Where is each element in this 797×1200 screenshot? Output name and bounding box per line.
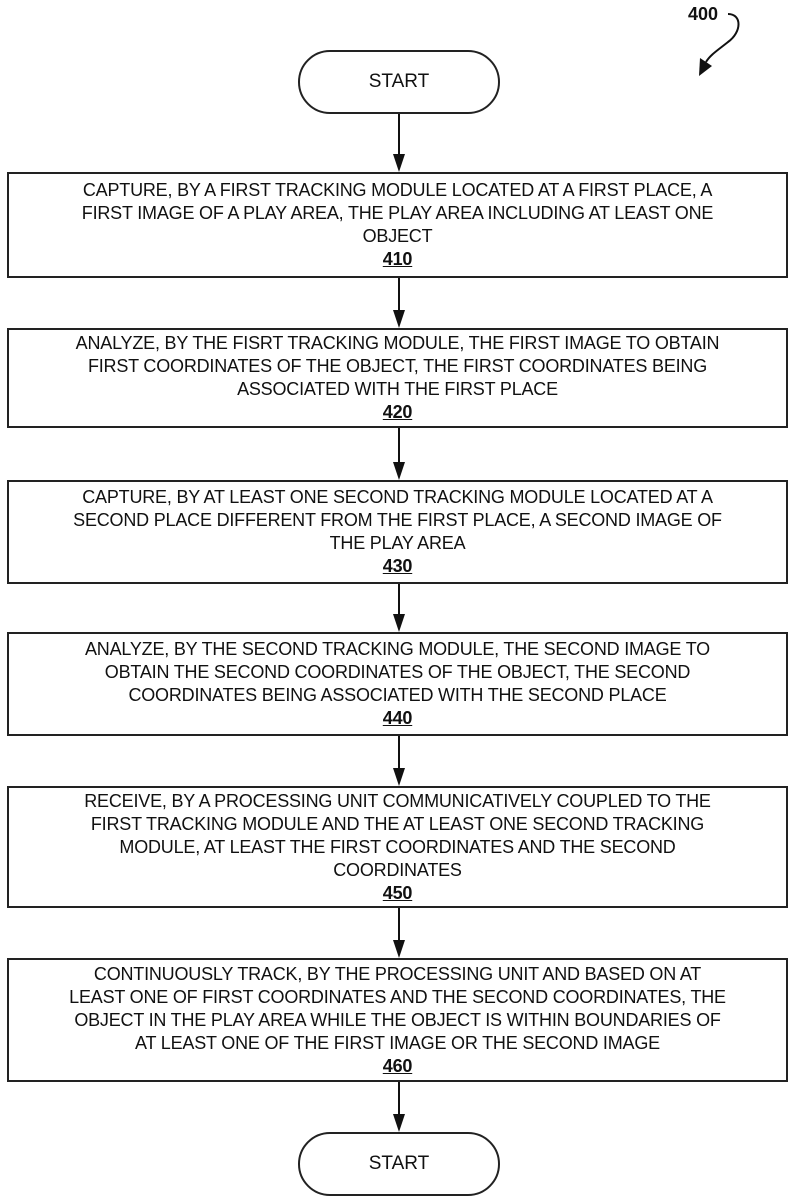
arrowhead	[393, 310, 405, 328]
arrowhead	[393, 940, 405, 958]
step-text-line: SECOND PLACE DIFFERENT FROM THE FIRST PL…	[73, 509, 722, 532]
step-box-420: ANALYZE, BY THE FISRT TRACKING MODULE, T…	[7, 328, 788, 428]
step-box-450: RECEIVE, BY A PROCESSING UNIT COMMUNICAT…	[7, 786, 788, 908]
step-text-line: THE PLAY AREA	[330, 532, 466, 555]
step-text-line: CONTINUOUSLY TRACK, BY THE PROCESSING UN…	[94, 963, 701, 986]
end-label: START	[369, 1153, 430, 1175]
step-text-line: OBJECT	[363, 225, 433, 248]
step-text-line: COORDINATES	[333, 859, 461, 882]
step-reference-number: 410	[383, 248, 412, 271]
step-reference-number: 460	[383, 1055, 412, 1078]
end-terminal: START	[298, 1132, 500, 1196]
figure-number: 400	[688, 4, 718, 25]
step-box-430: CAPTURE, BY AT LEAST ONE SECOND TRACKING…	[7, 480, 788, 584]
step-box-410: CAPTURE, BY A FIRST TRACKING MODULE LOCA…	[7, 172, 788, 278]
step-text-line: ANALYZE, BY THE FISRT TRACKING MODULE, T…	[76, 332, 720, 355]
arrowhead	[393, 462, 405, 480]
step-reference-number: 430	[383, 555, 412, 578]
step-box-440: ANALYZE, BY THE SECOND TRACKING MODULE, …	[7, 632, 788, 736]
step-text-line: ASSOCIATED WITH THE FIRST PLACE	[237, 378, 558, 401]
step-box-460: CONTINUOUSLY TRACK, BY THE PROCESSING UN…	[7, 958, 788, 1082]
step-text-line: CAPTURE, BY A FIRST TRACKING MODULE LOCA…	[83, 179, 712, 202]
step-text-line: FIRST TRACKING MODULE AND THE AT LEAST O…	[91, 813, 704, 836]
step-text-line: FIRST COORDINATES OF THE OBJECT, THE FIR…	[88, 355, 707, 378]
step-text-line: COORDINATES BEING ASSOCIATED WITH THE SE…	[128, 684, 666, 707]
figure-pointer-arrowhead	[699, 58, 712, 76]
start-terminal: START	[298, 50, 500, 114]
step-reference-number: 450	[383, 882, 412, 905]
step-reference-number: 440	[383, 707, 412, 730]
step-text-line: CAPTURE, BY AT LEAST ONE SECOND TRACKING…	[82, 486, 713, 509]
step-text-line: ANALYZE, BY THE SECOND TRACKING MODULE, …	[85, 638, 710, 661]
step-text-line: OBJECT IN THE PLAY AREA WHILE THE OBJECT…	[74, 1009, 720, 1032]
step-text-line: LEAST ONE OF FIRST COORDINATES AND THE S…	[69, 986, 726, 1009]
step-text-line: AT LEAST ONE OF THE FIRST IMAGE OR THE S…	[135, 1032, 660, 1055]
arrowhead	[393, 768, 405, 786]
step-reference-number: 420	[383, 401, 412, 424]
arrowhead	[393, 614, 405, 632]
step-text-line: RECEIVE, BY A PROCESSING UNIT COMMUNICAT…	[84, 790, 711, 813]
step-text-line: OBTAIN THE SECOND COORDINATES OF THE OBJ…	[105, 661, 690, 684]
arrowhead	[393, 154, 405, 172]
step-text-line: MODULE, AT LEAST THE FIRST COORDINATES A…	[119, 836, 675, 859]
start-label: START	[369, 71, 430, 93]
arrowhead	[393, 1114, 405, 1132]
step-text-line: FIRST IMAGE OF A PLAY AREA, THE PLAY ARE…	[82, 202, 713, 225]
